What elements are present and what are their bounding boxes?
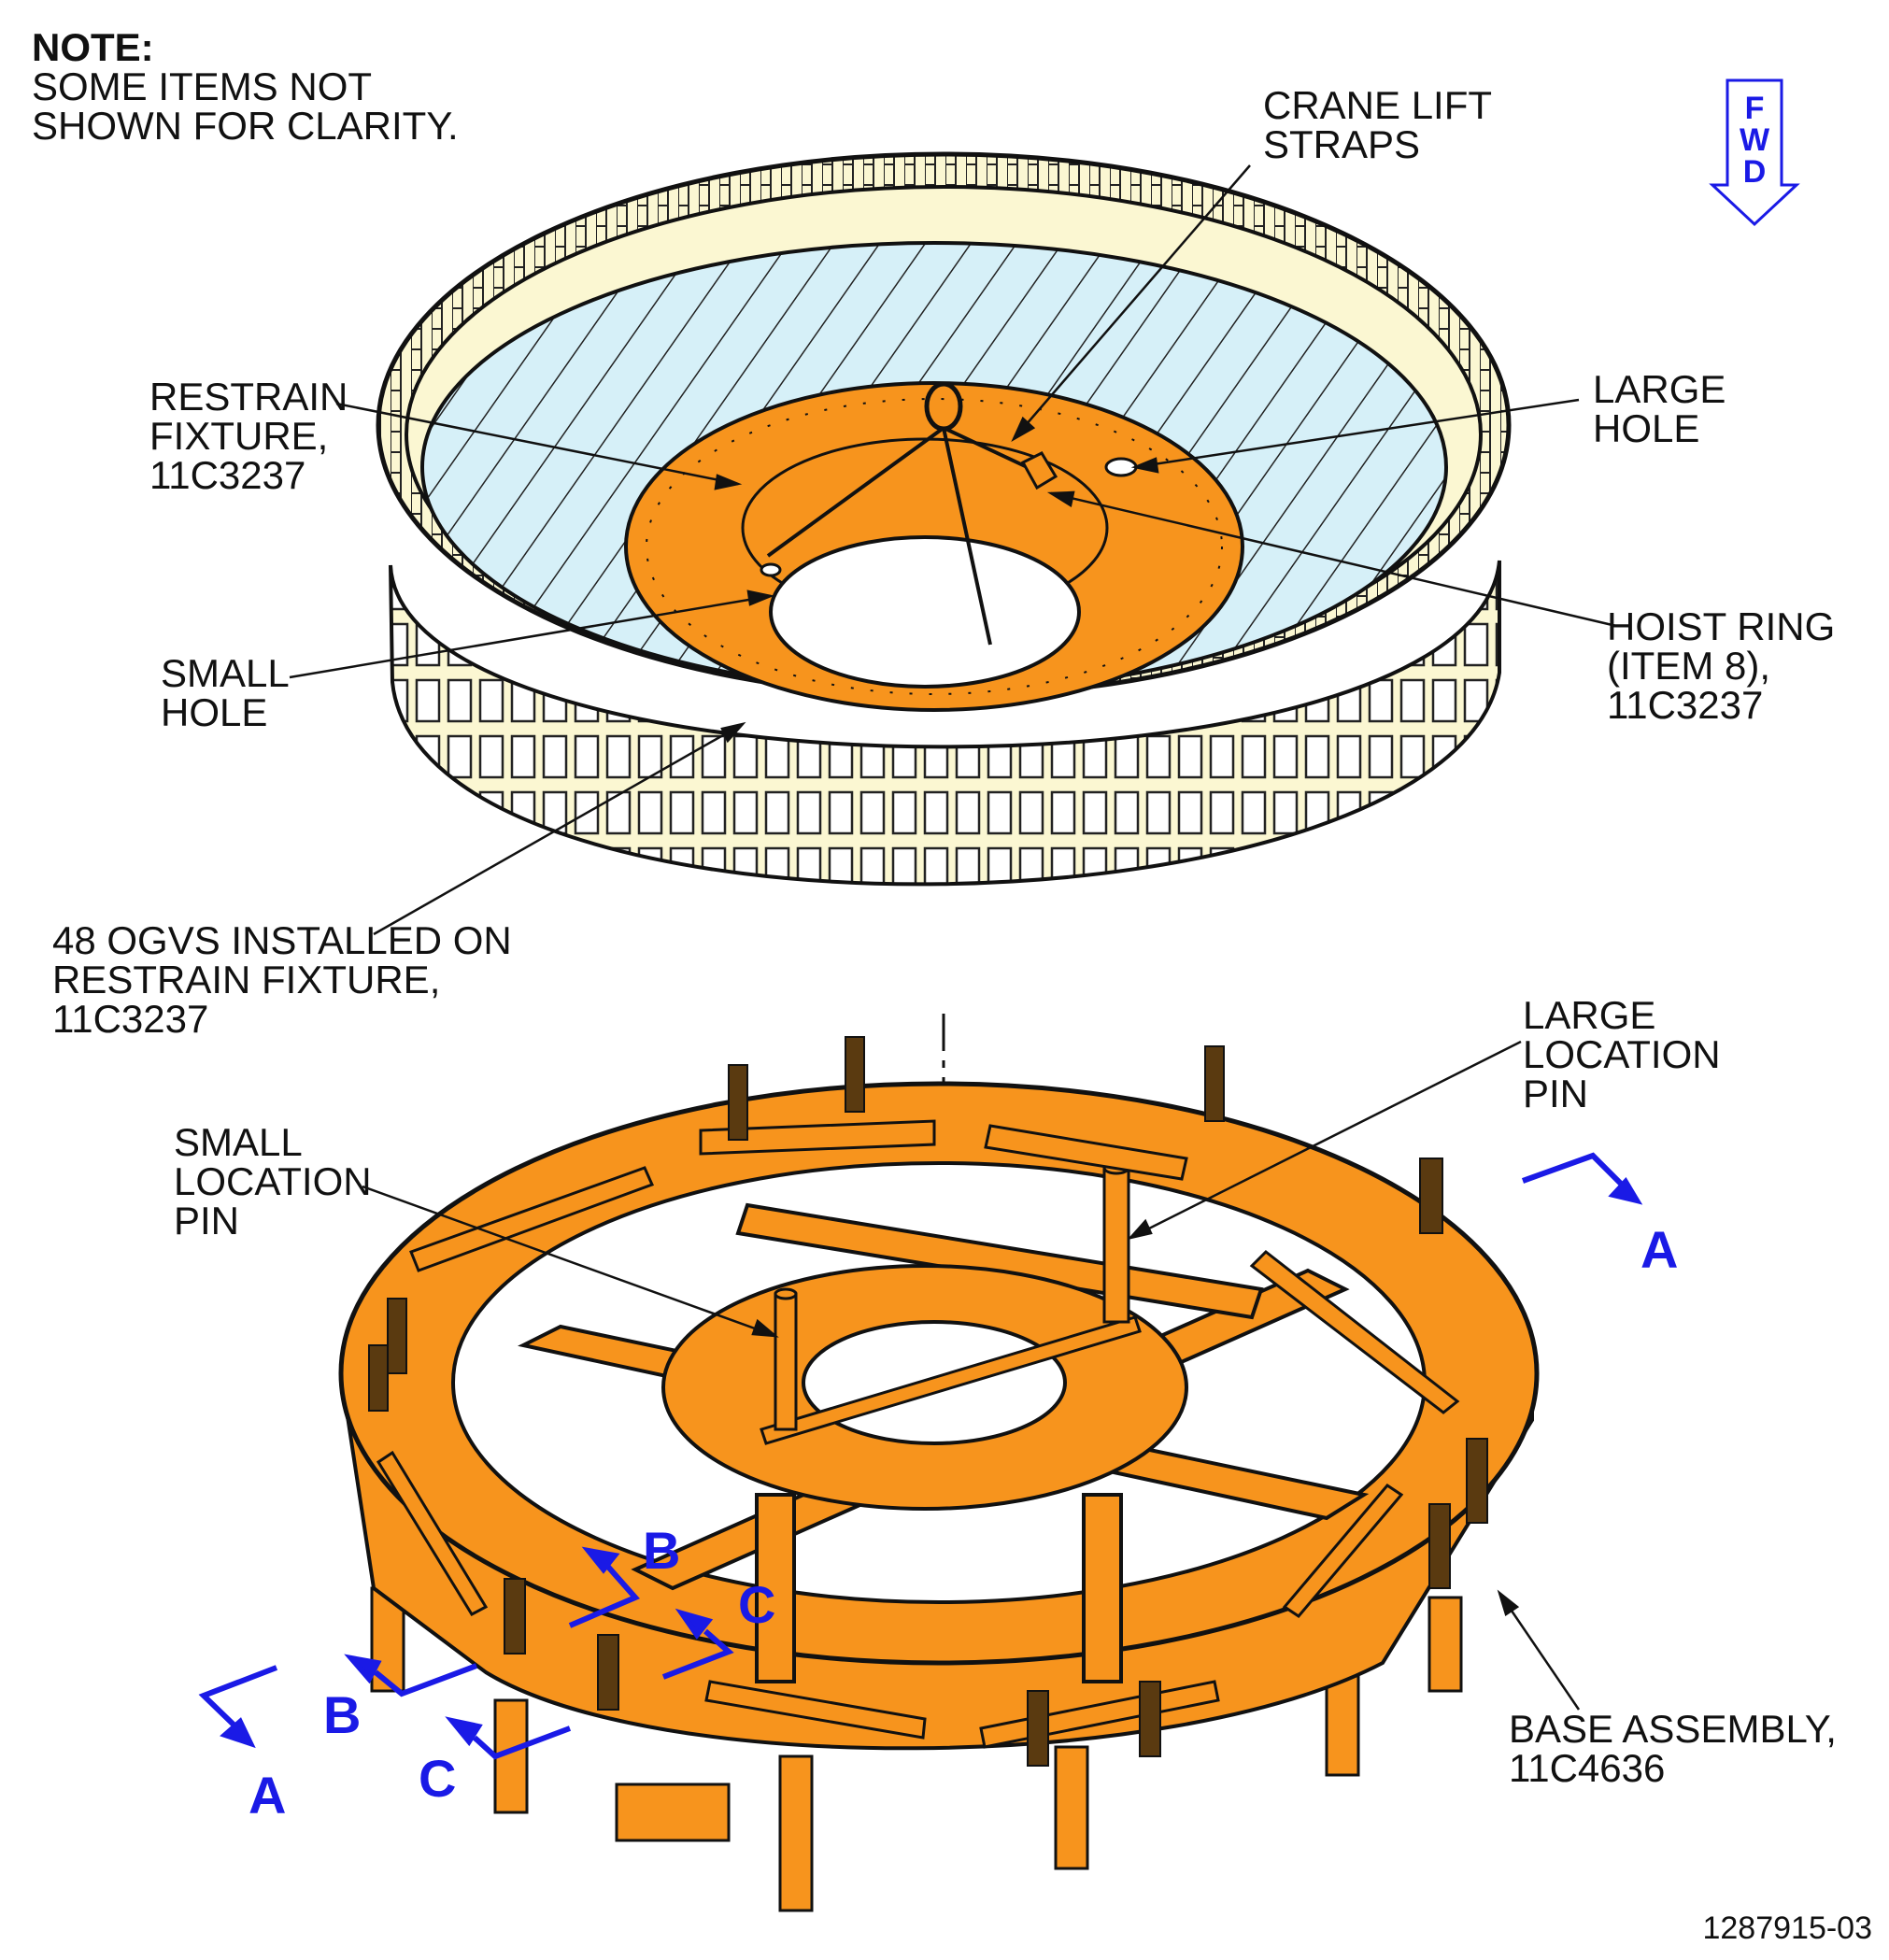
label-crane-lift-straps: CRANE LIFT STRAPS [1263, 83, 1493, 166]
large-hole [1104, 457, 1138, 477]
note-line-2: SHOWN FOR CLARITY. [32, 104, 459, 148]
section-c-lower-label: C [419, 1749, 457, 1808]
label-restrain-fixture: RESTRAIN FIXTURE, 11C3237 [149, 375, 348, 497]
label-hoist-ring: HOIST RING (ITEM 8), 11C3237 [1607, 604, 1836, 727]
crane-lift-strap-left [766, 426, 945, 558]
fwd-letter-f: F [1745, 91, 1765, 126]
fwd-letter-d: D [1743, 154, 1767, 190]
restrain-fixture-center-hole [769, 535, 1081, 689]
label-large-location-pin: LARGE LOCATION PIN [1523, 993, 1721, 1115]
base-assembly [338, 1036, 1540, 1912]
section-cut-arrows [198, 1152, 1643, 1760]
fwd-arrow-icon: F W D [1709, 78, 1800, 227]
figure-number: 1287915-03 [1702, 1910, 1872, 1946]
label-small-location-pin: SMALL LOCATION PIN [174, 1120, 372, 1243]
section-c-upper-label: C [738, 1575, 776, 1634]
crane-lift-strap-center [942, 427, 992, 646]
fwd-letter-w: W [1740, 122, 1770, 158]
ogv-case-assembly [376, 151, 1512, 887]
large-location-pin [1102, 1166, 1130, 1324]
small-location-pin [774, 1292, 798, 1431]
note-heading: NOTE: [32, 25, 154, 69]
section-a-right-label: A [1640, 1220, 1679, 1279]
label-small-hole: SMALL HOLE [161, 651, 290, 734]
small-hole [760, 562, 782, 577]
label-base-assembly: BASE ASSEMBLY, 11C4636 [1509, 1707, 1837, 1790]
leader-lines [289, 164, 1617, 1711]
section-a-left-label: A [249, 1766, 287, 1825]
case-outer-band [389, 560, 1501, 887]
hoist-ring-item-8 [1020, 451, 1058, 490]
section-b-upper-label: B [643, 1521, 681, 1580]
section-b-lower-label: B [323, 1685, 362, 1744]
note-line-1: SOME ITEMS NOT [32, 64, 373, 108]
label-large-hole: LARGE HOLE [1593, 367, 1726, 450]
crane-lift-strap-right [943, 426, 1038, 474]
label-ogvs-installed: 48 OGVS INSTALLED ON RESTRAIN FIXTURE, 1… [52, 918, 512, 1041]
